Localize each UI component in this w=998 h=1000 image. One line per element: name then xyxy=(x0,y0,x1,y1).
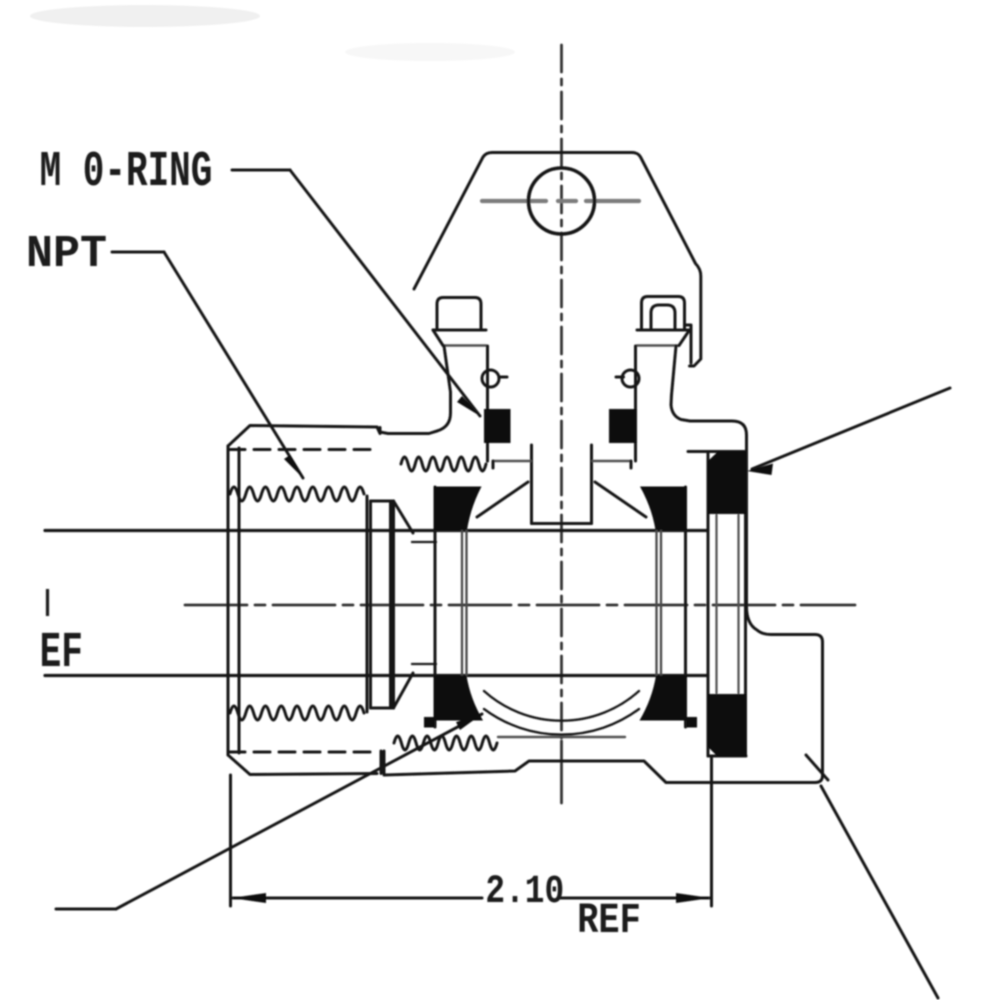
svg-text:EF: EF xyxy=(40,626,83,682)
svg-text:NPT: NPT xyxy=(26,229,107,280)
svg-text:REF: REF xyxy=(577,896,640,945)
svg-text:2.10: 2.10 xyxy=(485,869,564,914)
svg-text:M 0-RING: M 0-RING xyxy=(40,145,213,201)
